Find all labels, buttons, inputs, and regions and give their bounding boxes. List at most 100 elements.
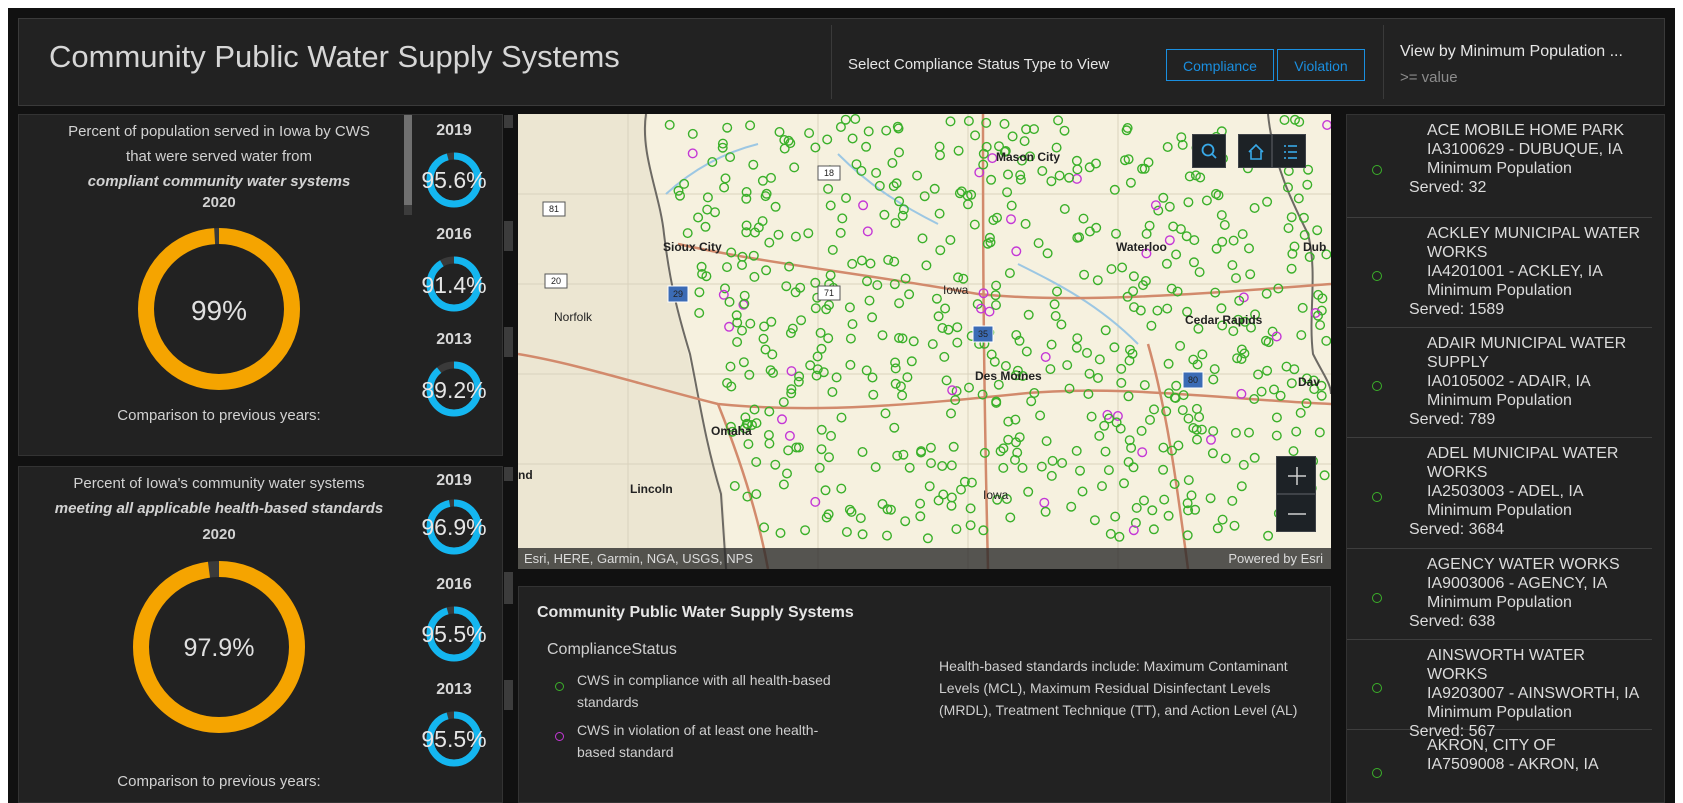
water-system-marker[interactable] xyxy=(898,204,909,215)
attribution-text[interactable]: Esri, HERE, Garmin, NGA, USGS, NPS xyxy=(524,551,753,566)
water-system-marker[interactable] xyxy=(926,458,937,469)
water-system-marker[interactable] xyxy=(822,134,833,145)
water-system-marker[interactable] xyxy=(1283,182,1294,193)
water-system-marker[interactable] xyxy=(1293,193,1304,204)
water-system-marker[interactable] xyxy=(739,298,750,309)
water-system-marker[interactable] xyxy=(784,261,795,272)
water-system-marker[interactable] xyxy=(1093,373,1104,384)
water-system-marker[interactable] xyxy=(951,524,962,535)
water-system-marker[interactable] xyxy=(1217,320,1228,331)
water-system-marker[interactable] xyxy=(1229,520,1240,531)
water-system-marker[interactable] xyxy=(1299,229,1310,240)
water-system-marker[interactable] xyxy=(1314,427,1325,438)
water-system-marker[interactable] xyxy=(927,339,938,350)
water-system-marker[interactable] xyxy=(1253,369,1264,380)
water-system-marker[interactable] xyxy=(786,384,797,395)
water-system-marker[interactable] xyxy=(1290,114,1301,125)
water-system-marker[interactable] xyxy=(1271,412,1282,423)
water-system-marker[interactable] xyxy=(1172,286,1183,297)
water-system-marker[interactable] xyxy=(1262,196,1273,207)
water-system-marker[interactable] xyxy=(736,325,747,336)
water-system-marker[interactable] xyxy=(984,306,995,317)
water-system-marker[interactable] xyxy=(820,485,831,496)
water-system-marker[interactable] xyxy=(841,527,852,538)
water-system-marker[interactable] xyxy=(763,430,774,441)
water-system-marker[interactable] xyxy=(988,215,999,226)
water-system-marker[interactable] xyxy=(969,219,980,230)
water-system-marker[interactable] xyxy=(902,372,913,383)
water-system-marker[interactable] xyxy=(1052,286,1063,297)
water-system-marker[interactable] xyxy=(1012,365,1023,376)
water-system-marker[interactable] xyxy=(1279,114,1290,126)
water-system-marker[interactable] xyxy=(786,366,797,377)
water-system-marker[interactable] xyxy=(736,259,747,270)
water-system-marker[interactable] xyxy=(773,229,784,240)
water-system-marker[interactable] xyxy=(1189,257,1200,268)
water-system-marker[interactable] xyxy=(1130,517,1141,528)
water-system-marker[interactable] xyxy=(1205,493,1216,504)
water-system-marker[interactable] xyxy=(1023,309,1034,320)
water-system-marker[interactable] xyxy=(1075,465,1086,476)
map-canvas[interactable]: Sioux City Mason City Waterloo Norfolk C… xyxy=(518,114,1331,569)
water-system-marker[interactable] xyxy=(835,121,846,133)
water-system-marker[interactable] xyxy=(795,282,806,293)
water-system-marker[interactable] xyxy=(1128,271,1139,282)
water-system-marker[interactable] xyxy=(1001,494,1012,505)
water-system-marker[interactable] xyxy=(827,244,838,255)
water-system-marker[interactable] xyxy=(1256,386,1267,397)
water-system-marker[interactable] xyxy=(696,261,707,272)
water-system-marker[interactable] xyxy=(840,114,851,125)
water-system-marker[interactable] xyxy=(1119,478,1130,489)
water-system-marker[interactable] xyxy=(1020,218,1031,229)
water-system-marker[interactable] xyxy=(862,226,873,237)
water-system-marker[interactable] xyxy=(1128,286,1139,297)
water-system-marker[interactable] xyxy=(1163,510,1174,521)
water-system-marker[interactable] xyxy=(1040,351,1051,362)
water-system-marker[interactable] xyxy=(1064,383,1075,394)
water-system-marker[interactable] xyxy=(1046,176,1057,187)
water-system-marker[interactable] xyxy=(1128,525,1139,536)
water-system-marker[interactable] xyxy=(1195,172,1206,183)
water-system-marker[interactable] xyxy=(1271,430,1282,441)
water-system-marker[interactable] xyxy=(741,193,752,204)
water-system-marker[interactable] xyxy=(919,191,930,202)
water-system-marker[interactable] xyxy=(893,123,904,134)
water-system-marker[interactable] xyxy=(1283,223,1294,234)
water-system-marker[interactable] xyxy=(1249,202,1260,213)
water-system-marker[interactable] xyxy=(786,388,797,399)
zoom-out-button[interactable] xyxy=(1276,494,1316,532)
water-system-marker[interactable] xyxy=(877,499,888,510)
water-system-marker[interactable] xyxy=(1186,490,1197,501)
water-system-marker[interactable] xyxy=(952,337,963,348)
water-system-marker[interactable] xyxy=(992,494,1003,505)
water-system-marker[interactable] xyxy=(1219,219,1230,230)
water-system-marker[interactable] xyxy=(856,165,867,176)
water-system-marker[interactable] xyxy=(908,336,919,347)
water-system-marker[interactable] xyxy=(1054,170,1065,181)
water-system-marker[interactable] xyxy=(1029,388,1040,399)
water-system-marker[interactable] xyxy=(887,158,898,169)
water-system-marker[interactable] xyxy=(1240,316,1251,327)
water-system-marker[interactable] xyxy=(1012,447,1023,458)
map-legend-button[interactable] xyxy=(1272,134,1306,168)
water-system-marker[interactable] xyxy=(1182,306,1193,317)
water-system-marker[interactable] xyxy=(778,479,789,490)
water-system-marker[interactable] xyxy=(1094,430,1105,441)
water-system-marker[interactable] xyxy=(915,498,926,509)
water-system-marker[interactable] xyxy=(1297,302,1308,313)
water-system-marker[interactable] xyxy=(889,279,900,290)
water-system-marker[interactable] xyxy=(922,533,933,544)
water-system-marker[interactable] xyxy=(966,477,977,488)
water-system-marker[interactable] xyxy=(831,372,842,383)
water-system-marker[interactable] xyxy=(1071,445,1082,456)
water-system-marker[interactable] xyxy=(803,228,814,239)
water-system-marker[interactable] xyxy=(1131,502,1142,513)
water-system-marker[interactable] xyxy=(1006,214,1017,225)
water-system-marker[interactable] xyxy=(1153,205,1164,216)
water-system-marker[interactable] xyxy=(1321,249,1331,260)
water-system-marker[interactable] xyxy=(764,406,775,417)
water-system-marker[interactable] xyxy=(835,227,846,238)
water-system-marker[interactable] xyxy=(793,376,804,387)
